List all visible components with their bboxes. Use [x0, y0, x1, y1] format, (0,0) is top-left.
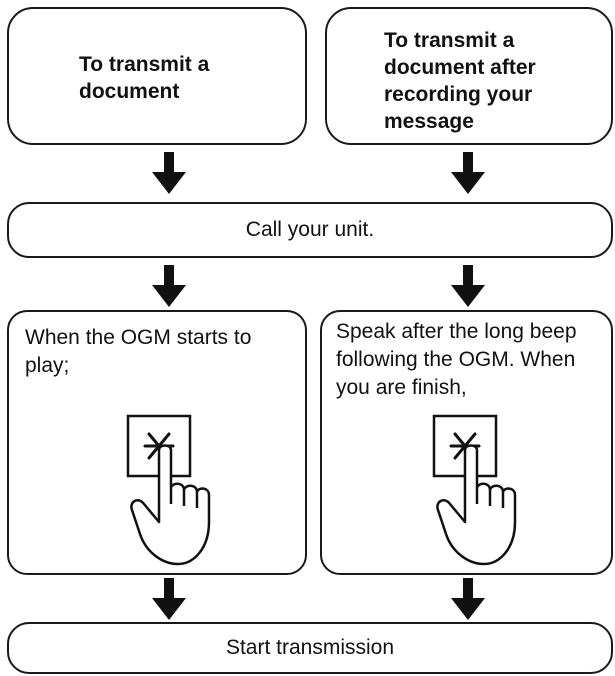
transmit-after-recording-title: To transmit a document after recording y…	[384, 29, 536, 133]
pointing-hand-icon	[130, 444, 211, 566]
speak-after-beep-text: Speak after the long beep following the …	[336, 320, 577, 399]
arrow-down-icon	[152, 578, 186, 620]
call-unit-text: Call your unit.	[245, 218, 375, 241]
arrow-down-icon	[451, 265, 485, 307]
transmit-document-title: To transmit a document	[79, 53, 210, 103]
start-transmission-text: Start transmission	[225, 636, 395, 659]
pointing-hand-icon	[436, 444, 517, 566]
transmit-document-box: To transmit a document	[7, 7, 307, 145]
arrow-down-icon	[451, 578, 485, 620]
arrow-down-icon	[152, 265, 186, 307]
arrow-down-icon	[451, 152, 485, 194]
call-unit-box: Call your unit.	[7, 202, 613, 258]
ogm-starts-text: When the OGM starts to play;	[25, 326, 252, 377]
star-key-icon	[432, 414, 517, 566]
transmit-after-recording-box: To transmit a document after recording y…	[325, 7, 613, 145]
star-key-icon	[126, 414, 211, 566]
start-transmission-box: Start transmission	[7, 622, 613, 674]
arrow-down-icon	[152, 152, 186, 194]
